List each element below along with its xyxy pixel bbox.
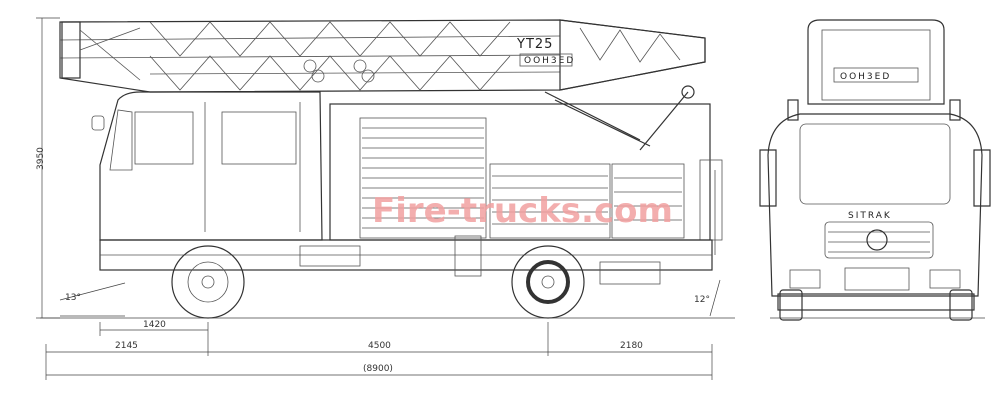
model-label: YT25 (516, 37, 553, 52)
front-brand-label: SITRAK (848, 211, 892, 221)
front-axle-offset-label: 1420 (143, 320, 166, 330)
front-plate-label: OOH3ED (840, 72, 891, 82)
plate-label: OOH3ED (524, 56, 575, 66)
chassis (99, 235, 713, 285)
front-view: OOH3ED SITRAK (759, 19, 991, 321)
rear-angle-label: 12° (694, 295, 710, 305)
body (329, 103, 723, 255)
cab (91, 91, 323, 241)
height-label: 3950 (36, 147, 46, 170)
wheelbase-label: 4500 (368, 341, 391, 351)
front-angle-label: 13° (65, 293, 81, 303)
front-overhang-label: 2145 (115, 341, 138, 351)
side-view: YT25 OOH3ED (40, 19, 735, 319)
rear-wheel (511, 245, 585, 319)
overall-length-label: (8900) (363, 364, 393, 374)
watermark: Fire-trucks.com (372, 191, 673, 231)
ladder-boom (59, 19, 706, 151)
rear-overhang-label: 2180 (620, 341, 643, 351)
front-wheel (171, 245, 245, 319)
shutter-lines (362, 127, 682, 229)
dimension-lines: 3950 1420 2145 4500 2180 (8900) (36, 17, 713, 380)
